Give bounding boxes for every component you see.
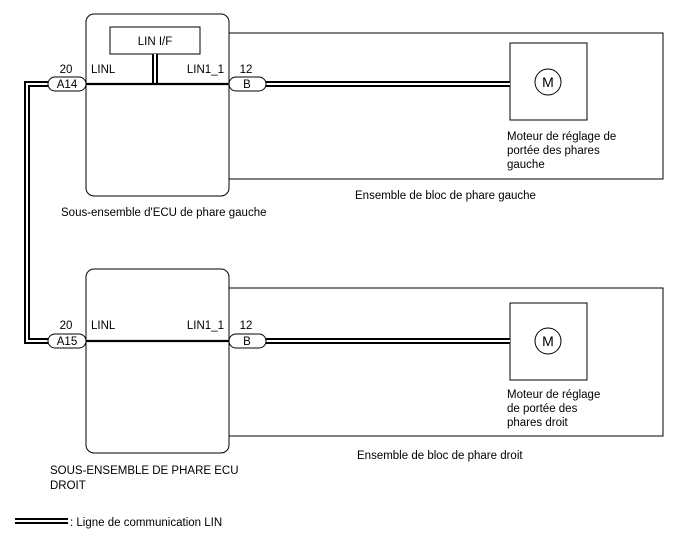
- right-motor-icon: [534, 327, 562, 355]
- right-motor-symbol: M: [542, 333, 554, 349]
- left-lamp-assembly-caption: Ensemble de bloc de phare gauche: [355, 190, 536, 202]
- right-lamp-assembly-box: [228, 287, 664, 437]
- right-lamp-assembly-caption: Ensemble de bloc de phare droit: [357, 450, 523, 462]
- right-motor-caption-2: de portée des: [507, 403, 578, 415]
- left-motor-caption-1: Moteur de réglage de: [507, 131, 616, 143]
- signal-lin1-1-lower: LIN1_1: [187, 320, 224, 332]
- pin-20-lower: 20: [60, 320, 73, 332]
- connector-b-lower: [228, 333, 267, 349]
- left-motor-caption-2: portée des phares: [507, 145, 600, 157]
- right-motor-caption-3: phares droit: [507, 417, 569, 429]
- left-ecu-caption: Sous-ensemble d'ECU de phare gauche: [61, 207, 267, 219]
- connector-b-upper: [228, 76, 267, 92]
- lin-if-label: LIN I/F: [138, 36, 173, 48]
- pin-12-upper: 12: [240, 64, 253, 76]
- right-ecu-caption-1: SOUS-ENSEMBLE DE PHARE ECU: [50, 465, 239, 477]
- legend: : Ligne de communication LIN: [15, 517, 222, 529]
- left-motor-caption-3: gauche: [507, 159, 545, 171]
- pin-12-lower: 12: [240, 320, 253, 332]
- right-ecu-box: [85, 268, 230, 454]
- connector-a15: [47, 333, 87, 349]
- signal-lin1-1-upper: LIN1_1: [187, 64, 224, 76]
- lin-if-block: [109, 26, 201, 55]
- left-motor-symbol: M: [542, 74, 554, 90]
- lin-bus-line: [24, 54, 510, 344]
- signal-linl-lower: LINL: [91, 320, 116, 332]
- left-lamp-assembly-box: [228, 32, 664, 180]
- connector-a14-label: A14: [57, 79, 78, 91]
- signal-linl-upper: LINL: [91, 64, 116, 76]
- right-motor-caption-1: Moteur de réglage: [507, 389, 600, 401]
- left-motor-icon: [534, 68, 562, 96]
- right-ecu-caption-2: DROIT: [50, 480, 86, 492]
- legend-label: : Ligne de communication LIN: [70, 517, 222, 529]
- pin-20-upper: 20: [60, 64, 73, 76]
- connector-a14: [47, 76, 87, 92]
- connector-b-upper-label: B: [243, 79, 251, 91]
- connector-b-lower-label: B: [243, 336, 251, 348]
- connector-a15-label: A15: [57, 336, 77, 348]
- left-ecu-box: [85, 13, 230, 197]
